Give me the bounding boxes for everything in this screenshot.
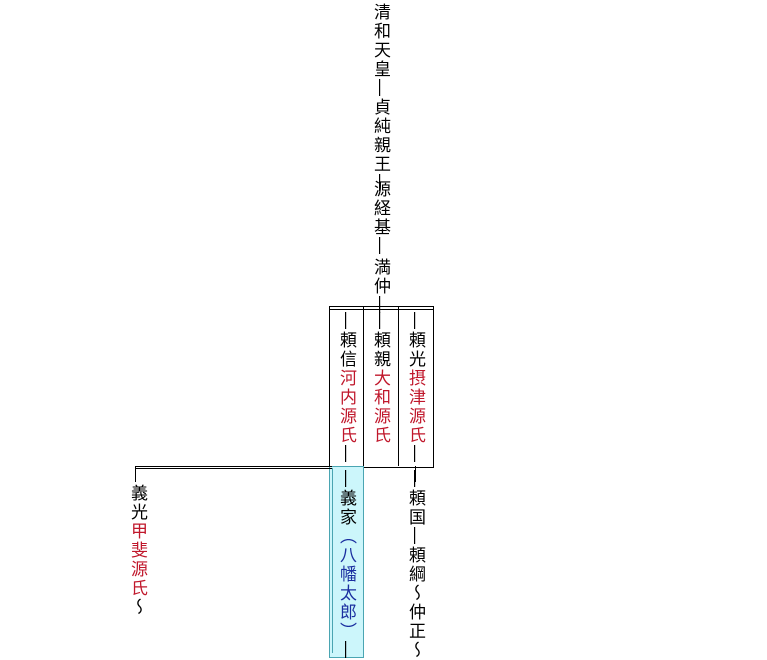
- sons-divider-2: [398, 307, 399, 466]
- grandsons-connector-2: [135, 468, 332, 469]
- yorimitsu-line-drop: [415, 466, 416, 482]
- yoshiie-highlight-inner-line: [332, 468, 333, 653]
- yorimitsu-descendants: ―頼国―頼綱〜仲正〜: [405, 470, 426, 660]
- yoshiie-highlight: [329, 466, 364, 658]
- kawachi-genji: 河内源氏: [336, 369, 357, 445]
- sons-group-box: [329, 306, 434, 468]
- seiwa-tenno: 清和天皇―貞純親王―: [370, 3, 391, 193]
- yamato-genji: 大和源氏: [370, 369, 391, 445]
- minamoto-no-tsunemoto: 源経基―: [370, 180, 391, 256]
- kai-genji: 甲斐源氏: [127, 522, 148, 598]
- yoshiie: ―義家（八幡太郎）―: [336, 470, 357, 660]
- mitsunaka: 満仲―: [370, 258, 391, 315]
- yoshimitsu-drop-line: [135, 466, 136, 482]
- settsu-genji: 摂津源氏: [405, 369, 426, 445]
- sons-divider-1: [363, 307, 364, 466]
- yorinobu: ―頼信河内源氏―: [336, 312, 357, 464]
- yoshimitsu: 義光甲斐源氏〜: [127, 484, 148, 617]
- yorichika: ―頼親大和源氏: [370, 312, 391, 445]
- hachiman-taro: （八幡太郎）: [336, 527, 357, 641]
- grandsons-connector: [135, 466, 332, 467]
- yorimitsu: ―頼光摂津源氏―: [405, 312, 426, 464]
- sons-top-double-line: [329, 309, 433, 310]
